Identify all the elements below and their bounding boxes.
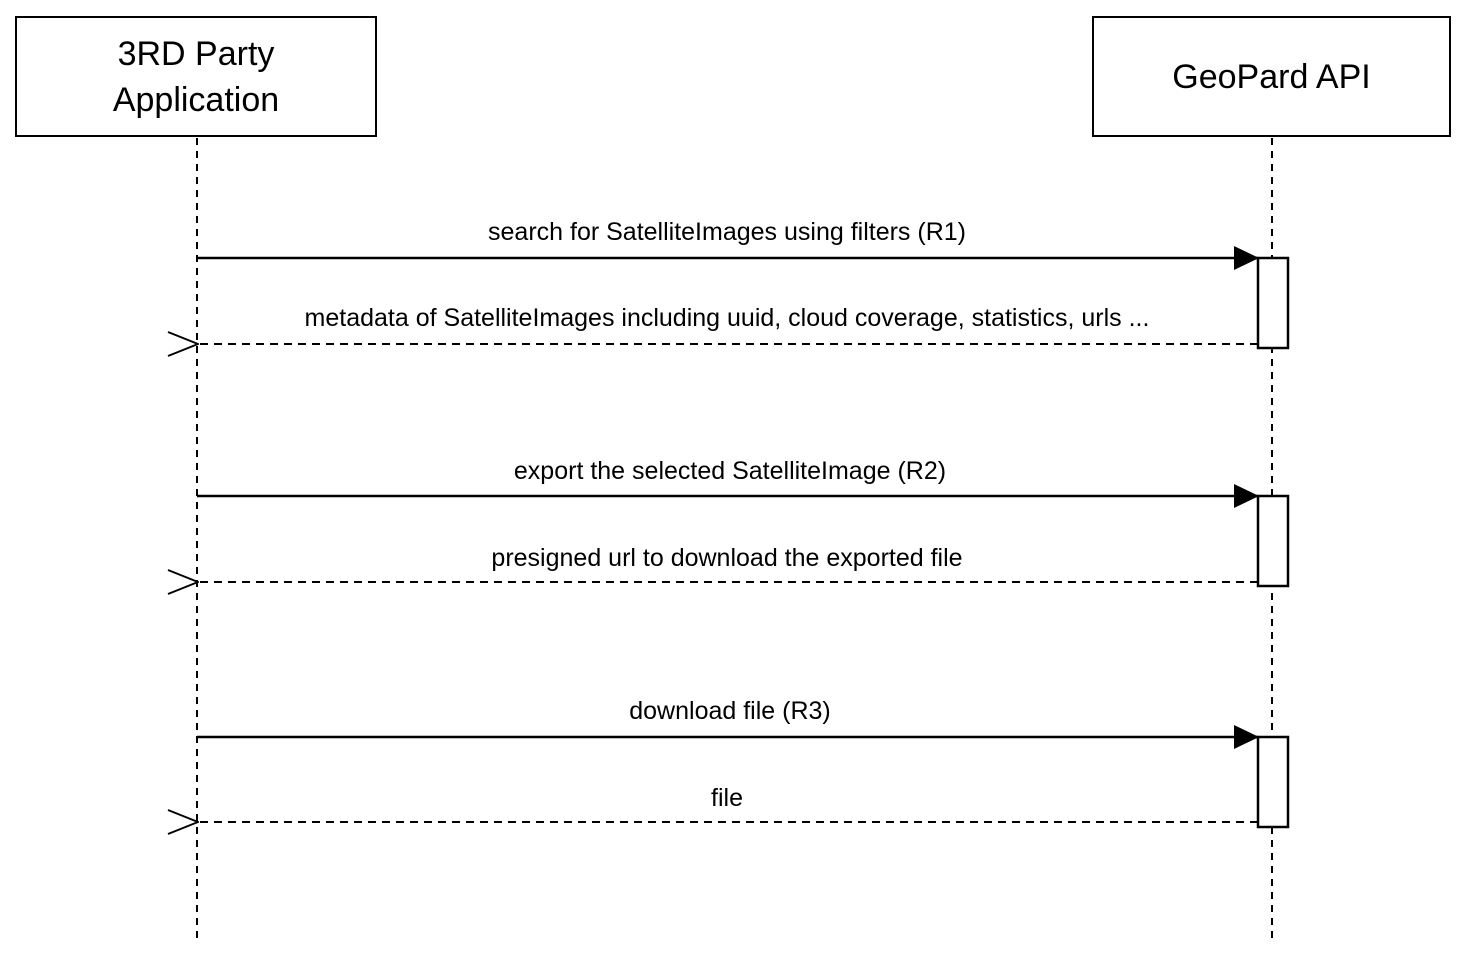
message-label: presigned url to download the exported f… [491,544,962,572]
participant-label-line1: 3RD Party [117,34,275,73]
activation-box [1256,256,1290,350]
participant-3rd-party-application: 3RD Party Application [15,16,377,137]
participant-label-line2: Application [112,80,280,119]
message-label: file [711,784,743,812]
message-label: metadata of SatelliteImages including uu… [305,304,1150,332]
participant-label: GeoPard API [1172,57,1371,96]
activation-box [1256,735,1290,829]
activation-box [1256,494,1290,588]
participant-geopard-api: GeoPard API [1092,16,1451,137]
message-label: export the selected SatelliteImage (R2) [514,457,946,485]
message-label: search for SatelliteImages using filters… [488,218,966,246]
message-label: download file (R3) [629,697,831,725]
